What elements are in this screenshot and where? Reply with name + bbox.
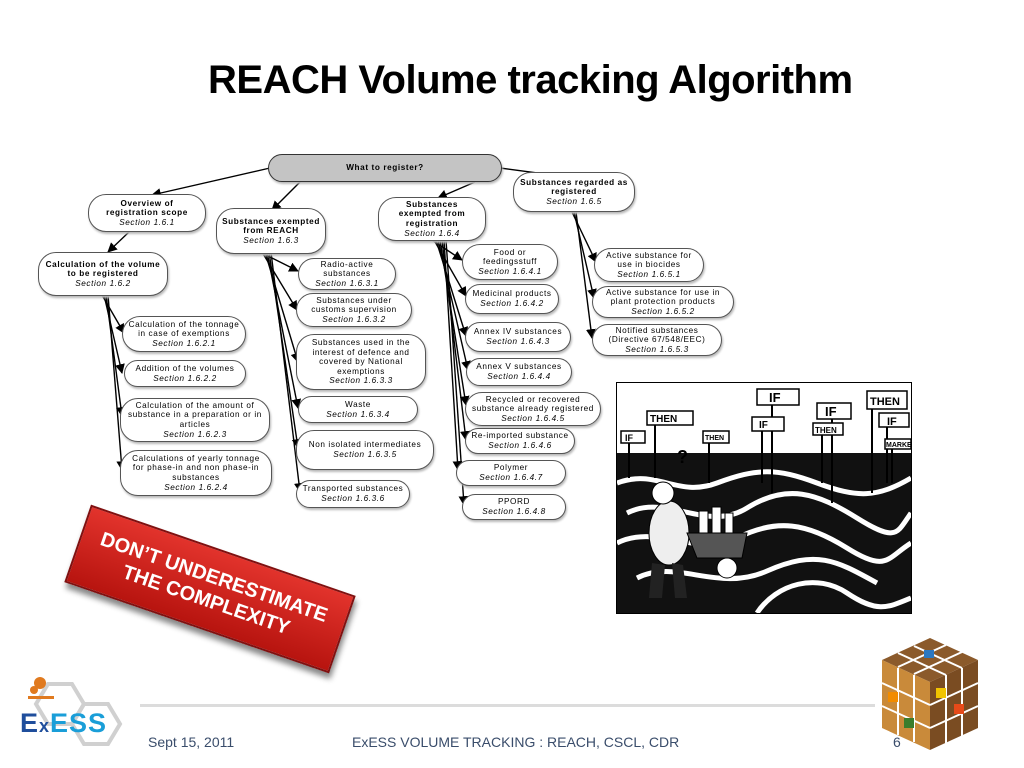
node-substances-regarded-as-registered: Substances regarded as registered Sectio… <box>513 172 635 212</box>
node-reach-item-6: Transported substances Section 1.6.3.6 <box>296 480 410 508</box>
node-registration-item-6: Re-imported substance Section 1.6.4.6 <box>465 428 575 454</box>
footer-title: ExESS VOLUME TRACKING : REACH, CSCL, CDR <box>352 734 679 750</box>
node-registration-item-1: Food or feedingsstuff Section 1.6.4.1 <box>462 244 558 280</box>
maze-illustration: IF IF THEN THEN IF THEN IF THEN IF MARKE… <box>617 383 911 613</box>
node-reach-item-4: Waste Section 1.6.3.4 <box>298 396 418 423</box>
svg-text:THEN: THEN <box>705 435 724 442</box>
footer-divider <box>140 704 875 707</box>
svg-text:MARKET: MARKET <box>886 442 911 449</box>
node-calc-item-4: Calculations of yearly tonnage for phase… <box>120 450 272 496</box>
node-substances-exempted-from-reach: Substances exempted from REACH Section 1… <box>216 208 326 254</box>
node-reach-item-5: Non isolated intermediates Section 1.6.3… <box>296 430 434 470</box>
node-registration-item-2: Medicinal products Section 1.6.4.2 <box>465 284 559 314</box>
node-registration-item-7: Polymer Section 1.6.4.7 <box>456 460 566 486</box>
node-calc-item-3: Calculation of the amount of substance i… <box>120 398 270 442</box>
node-registration-item-5: Recycled or recovered substance already … <box>465 392 601 426</box>
node-regarded-item-1: Active substance for use in biocides Sec… <box>594 248 704 282</box>
node-reach-item-1: Radio-active substances Section 1.6.3.1 <box>298 258 396 290</box>
svg-text:IF: IF <box>769 390 781 405</box>
node-substances-exempted-from-registration: Substances exempted from registration Se… <box>378 197 486 241</box>
svg-text:IF: IF <box>825 404 837 419</box>
node-reach-item-2: Substances under customs supervision Sec… <box>296 293 412 327</box>
root-node-what-to-register: What to register? <box>268 154 502 182</box>
svg-text:THEN: THEN <box>815 426 837 435</box>
exess-logo-wordmark: ExESS <box>20 708 107 739</box>
node-registration-item-4: Annex V substances Section 1.6.4.4 <box>466 358 572 386</box>
svg-text:IF: IF <box>887 416 897 428</box>
node-overview-registration-scope: Overview of registration scope Section 1… <box>88 194 206 232</box>
footer-date: Sept 15, 2011 <box>148 734 234 750</box>
svg-text:THEN: THEN <box>870 396 900 408</box>
node-regarded-item-2: Active substance for use in plant protec… <box>592 286 734 318</box>
node-registration-item-8: PPORD Section 1.6.4.8 <box>462 494 566 520</box>
chemistry-logo-icon <box>22 674 58 702</box>
node-reach-item-3: Substances used in the interest of defen… <box>296 334 426 390</box>
node-calculation-of-volume: Calculation of the volume to be register… <box>38 252 168 296</box>
hazard-symbol-cube-image <box>874 630 986 758</box>
if-then-maze-cartoon: IF IF THEN THEN IF THEN IF THEN IF MARKE… <box>616 382 912 614</box>
svg-text:IF: IF <box>625 433 634 443</box>
node-calc-item-2: Addition of the volumes Section 1.6.2.2 <box>124 360 246 387</box>
svg-text:IF: IF <box>759 420 768 431</box>
svg-text:THEN: THEN <box>650 414 677 425</box>
node-registration-item-3: Annex IV substances Section 1.6.4.3 <box>465 322 571 352</box>
svg-text:?: ? <box>677 447 688 467</box>
node-regarded-item-3: Notified substances (Directive 67/548/EE… <box>592 324 722 356</box>
node-calc-item-1: Calculation of the tonnage in case of ex… <box>122 316 246 352</box>
